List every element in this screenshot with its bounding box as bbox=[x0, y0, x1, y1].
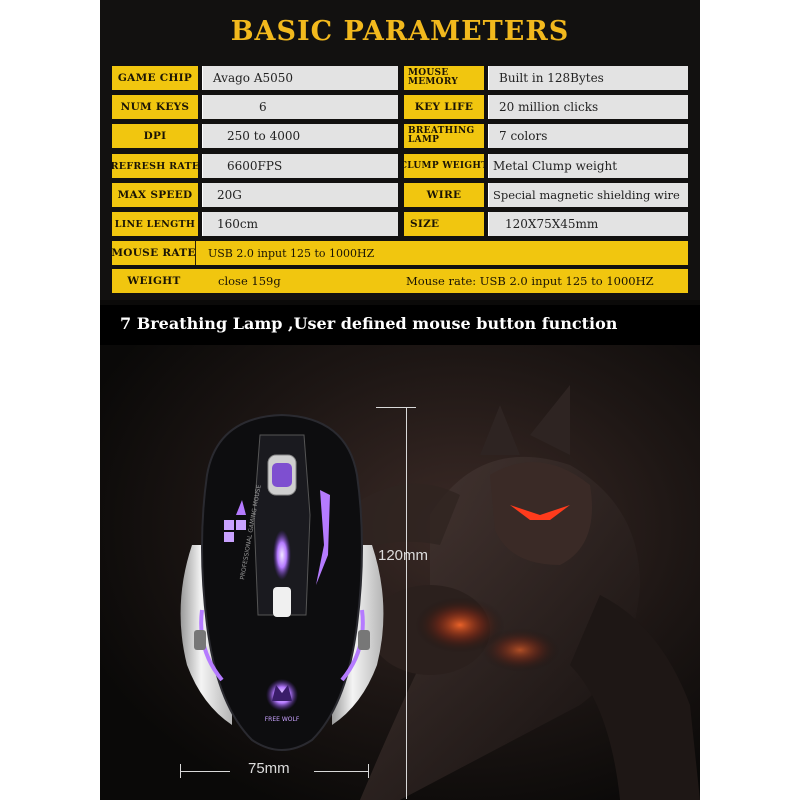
spec-label-line-length: LINE LENGTH bbox=[112, 212, 198, 236]
spec-value-mouse-rate: USB 2.0 input 125 to 1000HZ bbox=[208, 246, 375, 260]
spec-value-key-life: 20 million clicks bbox=[488, 95, 688, 119]
feature-tagline: 7 Breathing Lamp ,User defined mouse but… bbox=[120, 314, 618, 333]
spec-value-line-length: 160cm bbox=[202, 212, 398, 236]
spec-label-num-keys: NUM KEYS bbox=[112, 95, 198, 119]
spec-row-weight: WEIGHT close 159g Mouse rate: USB 2.0 in… bbox=[112, 269, 688, 293]
spec-label-refresh-rate: REFRESH RATE bbox=[112, 154, 198, 178]
gaming-mouse-image: PROFESSIONAL GAMING MOUSE FREE WOLF bbox=[180, 413, 384, 751]
spec-value-game-chip: Avago A5050 bbox=[202, 66, 398, 90]
spec-row-4: REFRESH RATE 6600FPS CLUMP WEIGHT Metal … bbox=[112, 154, 688, 178]
height-dimension-label: 120mm bbox=[378, 547, 429, 564]
spec-value-mouse-memory: Built in 128Bytes bbox=[488, 66, 688, 90]
warrior-background-illustration bbox=[340, 385, 700, 800]
spec-row-mouse-rate: MOUSE RATE USB 2.0 input 125 to 1000HZ bbox=[112, 241, 688, 265]
spec-value-breathing-lamp: 7 colors bbox=[488, 124, 688, 148]
spec-label-wire: WIRE bbox=[404, 183, 484, 207]
spec-label-game-chip: GAME CHIP bbox=[112, 66, 198, 90]
spec-value-wire: Special magnetic shielding wire bbox=[488, 183, 688, 207]
spec-value-dpi: 250 to 4000 bbox=[202, 124, 398, 148]
width-dimension-line-left bbox=[180, 771, 230, 772]
spec-row-5: MAX SPEED 20G WIRE Special magnetic shie… bbox=[112, 183, 688, 207]
height-dimension-top-cap bbox=[376, 407, 416, 408]
spec-label-max-speed: MAX SPEED bbox=[112, 183, 198, 207]
width-dimension-line-right bbox=[314, 771, 368, 772]
weight-row-note: Mouse rate: USB 2.0 input 125 to 1000HZ bbox=[406, 274, 654, 288]
spec-value-clump-weight: Metal Clump weight bbox=[488, 154, 688, 178]
mouse-logo-text: FREE WOLF bbox=[265, 716, 300, 723]
spec-label-mouse-memory: MOUSE MEMORY bbox=[404, 66, 484, 90]
spec-value-refresh-rate: 6600FPS bbox=[202, 154, 398, 178]
product-poster: BASIC PARAMETERS GAME CHIP Avago A5050 M… bbox=[100, 0, 700, 800]
spec-label-key-life: KEY LIFE bbox=[404, 95, 484, 119]
spec-label-dpi: DPI bbox=[112, 124, 198, 148]
width-dimension-label: 75mm bbox=[248, 760, 290, 777]
height-dimension-line bbox=[406, 407, 407, 799]
spec-row-6: LINE LENGTH 160cm SIZE 120X75X45mm bbox=[112, 212, 688, 236]
feature-banner: 7 Breathing Lamp ,User defined mouse but… bbox=[100, 305, 700, 345]
spec-value-max-speed: 20G bbox=[202, 183, 398, 207]
spec-label-weight: WEIGHT bbox=[112, 269, 196, 293]
spec-value-num-keys: 6 bbox=[202, 95, 398, 119]
parameters-panel: BASIC PARAMETERS GAME CHIP Avago A5050 M… bbox=[100, 0, 700, 300]
spec-label-clump-weight: CLUMP WEIGHT bbox=[404, 154, 484, 178]
spec-label-size: SIZE bbox=[404, 212, 484, 236]
spec-value-weight: close 159g bbox=[218, 274, 281, 288]
section-title: BASIC PARAMETERS bbox=[230, 16, 570, 47]
width-dimension-right-cap bbox=[368, 764, 369, 778]
spec-value-size: 120X75X45mm bbox=[488, 212, 688, 236]
spec-row-2: NUM KEYS 6 KEY LIFE 20 million clicks bbox=[112, 95, 688, 119]
spec-label-breathing-lamp: BREATHING LAMP bbox=[404, 124, 484, 148]
spec-row-3: DPI 250 to 4000 BREATHING LAMP 7 colors bbox=[112, 124, 688, 148]
spec-label-mouse-rate: MOUSE RATE bbox=[112, 241, 196, 265]
spec-row-1: GAME CHIP Avago A5050 MOUSE MEMORY Built… bbox=[112, 66, 688, 90]
product-artwork: 120mm 75mm bbox=[100, 345, 700, 800]
